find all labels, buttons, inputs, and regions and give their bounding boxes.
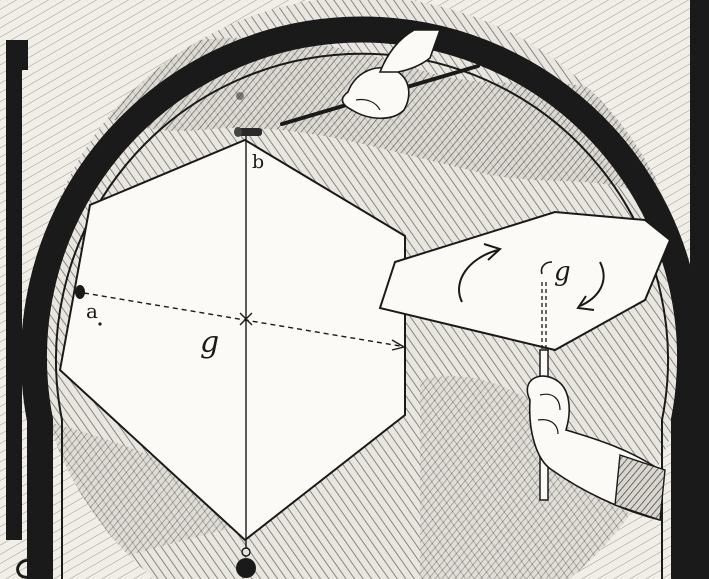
label-a: a	[86, 299, 98, 323]
label-g: g	[200, 325, 219, 360]
label-b: b	[252, 151, 264, 173]
plumb-bob-icon	[236, 558, 256, 578]
hole-a	[75, 285, 85, 299]
point-dot-a	[98, 322, 101, 325]
label-spin-g: g	[554, 257, 571, 287]
pivot-pin-b	[234, 127, 262, 137]
right-border-bar	[690, 0, 709, 579]
